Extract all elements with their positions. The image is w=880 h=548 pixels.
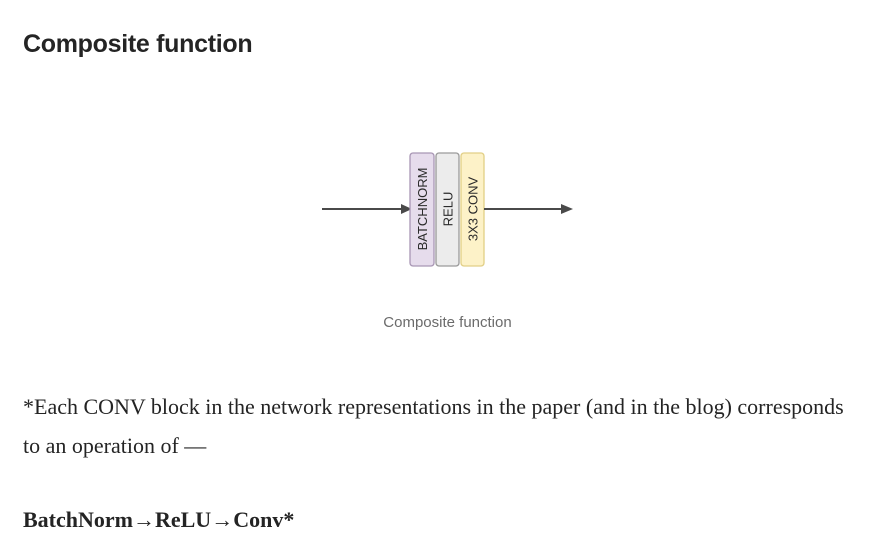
output-arrow-head	[561, 204, 573, 214]
batchnorm-block: BATCHNORM	[409, 152, 435, 267]
conv-label: 3X3 CONV	[466, 177, 481, 242]
operation-sequence: BatchNorm→ReLU→Conv*	[23, 507, 295, 532]
figure-caption: Composite function	[383, 314, 512, 331]
batchnorm-label: BATCHNORM	[415, 168, 430, 251]
input-arrow-head	[401, 204, 412, 214]
section-heading: Composite function	[23, 30, 253, 58]
relu-label: RELU	[441, 192, 456, 227]
composite-function-diagram: BATCHNORM RELU 3X3 CONV	[322, 152, 573, 267]
body-paragraph: *Each CONV block in the network represen…	[23, 394, 844, 458]
conv-block: 3X3 CONV	[460, 152, 485, 267]
composite-function-figure: BATCHNORM RELU 3X3 CONV	[0, 140, 880, 280]
relu-block: RELU	[435, 152, 460, 267]
